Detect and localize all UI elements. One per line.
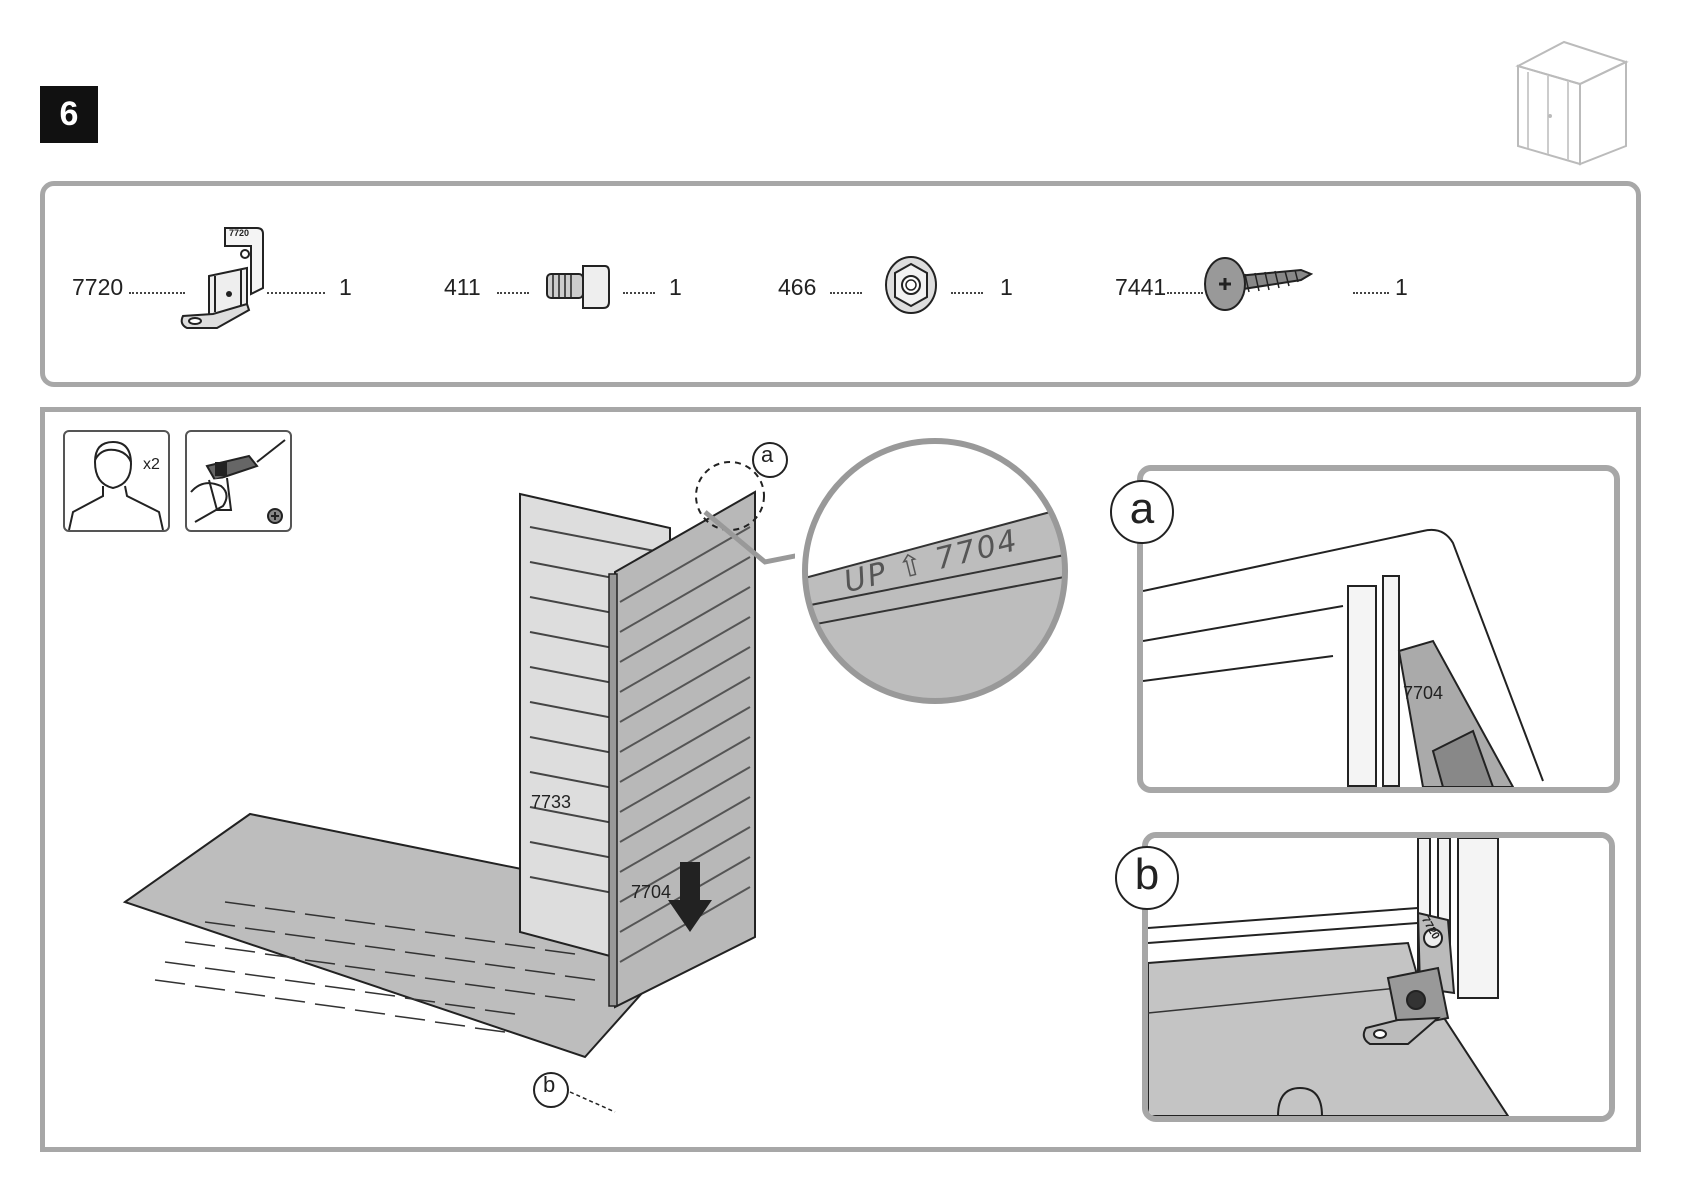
dotted-leader <box>951 292 983 294</box>
flange-nut-icon <box>883 254 939 316</box>
dotted-leader <box>830 292 862 294</box>
back-panel-label: 7733 <box>531 792 571 813</box>
part-quantity: 1 <box>1000 274 1013 301</box>
step-number-badge: 6 <box>40 86 98 143</box>
screw-icon <box>1203 254 1313 314</box>
callout-b-label: b <box>543 1072 555 1098</box>
detail-a-panel-label: 7704 <box>1403 683 1443 704</box>
shed-icon <box>1512 36 1630 168</box>
carriage-bolt-icon <box>545 260 611 312</box>
bracket-icon: 7720 <box>177 224 287 339</box>
part-code: 411 <box>444 274 481 301</box>
callout-a-label: a <box>761 442 773 468</box>
part-quantity: 1 <box>1395 274 1408 301</box>
dotted-leader <box>497 292 529 294</box>
part-item: 7720 7720 1 <box>45 186 405 382</box>
detail-b-marker-letter: b <box>1135 853 1159 897</box>
part-item: 411 1 <box>405 186 745 382</box>
parts-list-panel: 7720 7720 1 411 <box>40 181 1641 387</box>
dotted-leader <box>1167 292 1203 294</box>
part-quantity: 1 <box>669 274 682 301</box>
part-quantity: 1 <box>339 274 352 301</box>
detail-a-marker-letter: a <box>1130 487 1154 531</box>
dotted-leader <box>267 292 325 294</box>
detail-b-marker: b <box>1115 846 1179 910</box>
detail-a-box: a 7704 <box>1137 465 1620 793</box>
dotted-leader <box>1353 292 1389 294</box>
part-item: 466 1 <box>745 186 1075 382</box>
bracket-stamp: 7720 <box>229 228 249 238</box>
side-panel-label: 7704 <box>631 882 671 903</box>
dotted-leader <box>623 292 655 294</box>
assembly-panel: x2 <box>40 407 1641 1152</box>
part-code: 7720 <box>72 274 123 301</box>
part-code: 7441 <box>1115 274 1166 301</box>
magnifier-view: UP ⇧ 7704 <box>790 434 1080 709</box>
detail-b-box: 7720 <box>1142 832 1615 1122</box>
detail-a-marker: a <box>1110 480 1174 544</box>
assembly-drawing: a b 7733 7704 <box>115 432 795 1122</box>
part-code: 466 <box>778 274 816 301</box>
part-item: 7441 1 <box>1075 186 1455 382</box>
